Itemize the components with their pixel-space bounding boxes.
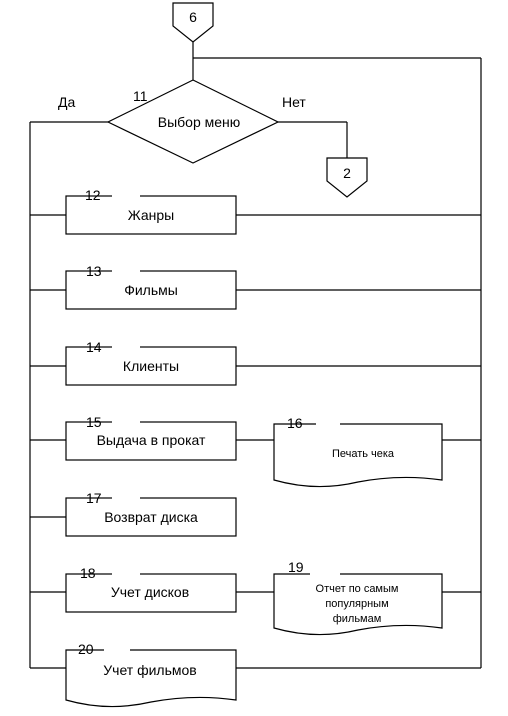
document-20-number: 20: [78, 641, 94, 657]
document-16: 16 Печать чека: [273, 415, 443, 488]
document-19-line-1: Отчет по самым: [316, 583, 399, 595]
process-15-number: 15: [86, 414, 102, 430]
flow-lines: [29, 42, 482, 669]
process-17-number: 17: [86, 490, 102, 506]
process-13-label: Фильмы: [124, 282, 178, 298]
yes-branch-label: Да: [58, 94, 75, 110]
process-15: 15 Выдача в прокат: [65, 414, 237, 461]
document-19: 19 Отчет по самым популярным фильмам: [273, 559, 443, 636]
decision-11-number: 11: [133, 88, 148, 104]
process-18-number: 18: [80, 565, 96, 581]
process-14-label: Клиенты: [123, 358, 179, 374]
document-20: 20 Учет фильмов: [65, 641, 237, 708]
process-13-number: 13: [86, 263, 102, 279]
document-16-label: Печать чека: [332, 448, 395, 460]
connector-2-label: 2: [343, 165, 351, 181]
process-18: 18 Учет дисков: [65, 565, 237, 613]
document-19-number: 19: [288, 559, 304, 575]
process-14-number: 14: [86, 339, 102, 355]
document-19-line-3: фильмам: [333, 613, 382, 625]
process-17: 17 Возврат диска: [65, 490, 237, 537]
document-19-line-2: популярным: [325, 598, 388, 610]
document-20-label: Учет фильмов: [103, 662, 196, 678]
decision-11: 11 Выбор меню Да Нет: [58, 79, 306, 164]
process-12: 12 Жанры: [65, 187, 237, 235]
process-12-label: Жанры: [128, 207, 174, 223]
process-15-label: Выдача в прокат: [97, 432, 206, 448]
process-13: 13 Фильмы: [65, 263, 237, 310]
document-16-number: 16: [287, 415, 303, 431]
no-branch-label: Нет: [282, 94, 306, 110]
process-18-label: Учет дисков: [111, 584, 189, 600]
process-12-number: 12: [85, 187, 101, 203]
process-14: 14 Клиенты: [65, 339, 237, 386]
decision-11-label: Выбор меню: [158, 114, 241, 130]
connector-2: 2: [326, 157, 368, 198]
process-17-label: Возврат диска: [104, 509, 198, 525]
connector-6-label: 6: [189, 9, 197, 25]
connector-6: 6: [172, 2, 214, 43]
